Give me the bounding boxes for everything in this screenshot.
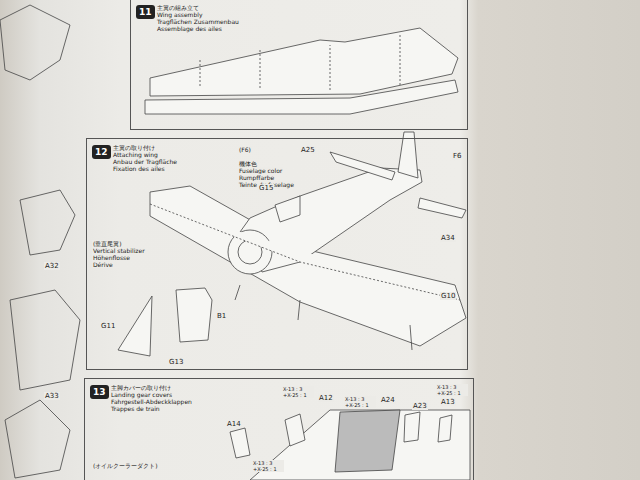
part-label: G13 bbox=[168, 358, 184, 366]
part-label: X-13 : 3 +X-25 : 1 bbox=[344, 396, 376, 408]
drawing-line bbox=[235, 285, 412, 350]
aircraft bbox=[118, 132, 466, 356]
drawing-line bbox=[275, 196, 300, 222]
part-label: A14 bbox=[226, 420, 242, 428]
drawing-line bbox=[335, 410, 400, 472]
wing-assembly bbox=[145, 28, 458, 114]
step-title-line: Wing assembly bbox=[157, 11, 239, 18]
step-title-line: 主翼の組み立て bbox=[157, 4, 239, 11]
step-title-line: 主翼の取り付け bbox=[113, 144, 177, 151]
step-title-line: Landing gear covers bbox=[111, 391, 192, 398]
step-number: 13 bbox=[90, 385, 109, 399]
step-title-line: Attaching wing bbox=[113, 151, 177, 158]
drawing-line bbox=[285, 414, 305, 446]
drawing-line bbox=[10, 290, 80, 390]
step-number: 11 bbox=[136, 5, 155, 19]
part-label: A33 bbox=[44, 392, 60, 400]
drawing-line bbox=[150, 204, 460, 300]
step-number: 12 bbox=[92, 145, 111, 159]
part-label: X-13 : 3 +X-25 : 1 bbox=[282, 386, 314, 398]
step-title-line: Anbau der Tragfläche bbox=[113, 158, 177, 165]
step-title: 主脚カバーの取り付けLanding gear coversFahrgestell… bbox=[111, 384, 192, 412]
drawing-line bbox=[200, 35, 400, 90]
part-label: G10 bbox=[440, 292, 456, 300]
drawing-line bbox=[118, 296, 152, 356]
part-label: Dérive bbox=[92, 261, 114, 268]
step-number-text: 11 bbox=[139, 7, 152, 17]
part-label: G11 bbox=[100, 322, 116, 330]
part-label: (F6) bbox=[238, 146, 252, 153]
part-label: A13 bbox=[440, 398, 456, 406]
part-label: X-13 : 3 +X-25 : 1 bbox=[252, 460, 284, 472]
part-label: Rumpffarbe bbox=[238, 174, 275, 181]
part-label: Vertical stabilizer bbox=[92, 247, 146, 254]
step-title-line: Trappes de train bbox=[111, 405, 192, 412]
drawing-line bbox=[250, 410, 470, 480]
step-title-line: Assemblage des ailes bbox=[157, 25, 239, 32]
step-number-text: 13 bbox=[93, 387, 106, 397]
drawing-line bbox=[230, 428, 250, 458]
part-label: Fuselage color bbox=[238, 167, 283, 174]
drawing-line bbox=[5, 400, 70, 478]
drawing-line bbox=[438, 415, 452, 442]
part-label: F6 bbox=[452, 152, 462, 160]
gear-covers bbox=[230, 410, 470, 480]
step-title: 主翼の取り付けAttaching wingAnbau der Tragfläch… bbox=[113, 144, 177, 172]
part-label: X-13 : 3 +X-25 : 1 bbox=[436, 384, 468, 396]
step-title: 主翼の組み立てWing assemblyTragflächen Zusammen… bbox=[157, 4, 239, 32]
step-title-line: Fixation des ailes bbox=[113, 165, 177, 172]
drawing-line bbox=[176, 288, 212, 342]
step-panel: 主翼の組み立てWing assemblyTragflächen Zusammen… bbox=[130, 0, 468, 130]
drawing-line bbox=[330, 152, 395, 180]
drawing-line bbox=[0, 5, 70, 80]
part-label: A23 bbox=[412, 402, 428, 410]
step-title-line: Fahrgestell-Abdeckklappen bbox=[111, 398, 192, 405]
part-label: A12 bbox=[318, 394, 334, 402]
drawing-line bbox=[145, 80, 458, 114]
part-label: (垂直尾翼) bbox=[92, 240, 123, 247]
part-label: A25 bbox=[300, 146, 316, 154]
part-label: B1 bbox=[216, 312, 227, 320]
part-label: A24 bbox=[380, 396, 396, 404]
part-label: G15 bbox=[258, 184, 274, 192]
step-title-line: Tragflächen Zusammenbau bbox=[157, 18, 239, 25]
step-title-line: 主脚カバーの取り付け bbox=[111, 384, 192, 391]
drawing-line bbox=[404, 412, 420, 442]
part-label: 機体色 bbox=[238, 160, 258, 167]
part-label: A34 bbox=[440, 234, 456, 242]
part-label: A32 bbox=[44, 262, 60, 270]
drawing-line bbox=[418, 198, 466, 218]
part-label: Höhenflosse bbox=[92, 254, 131, 261]
left-column-figures bbox=[0, 5, 80, 478]
drawing-line bbox=[20, 190, 75, 255]
step-number-text: 12 bbox=[95, 147, 108, 157]
drawing-line bbox=[150, 28, 458, 96]
part-label: (オイルクーラーダクト) bbox=[92, 462, 159, 469]
